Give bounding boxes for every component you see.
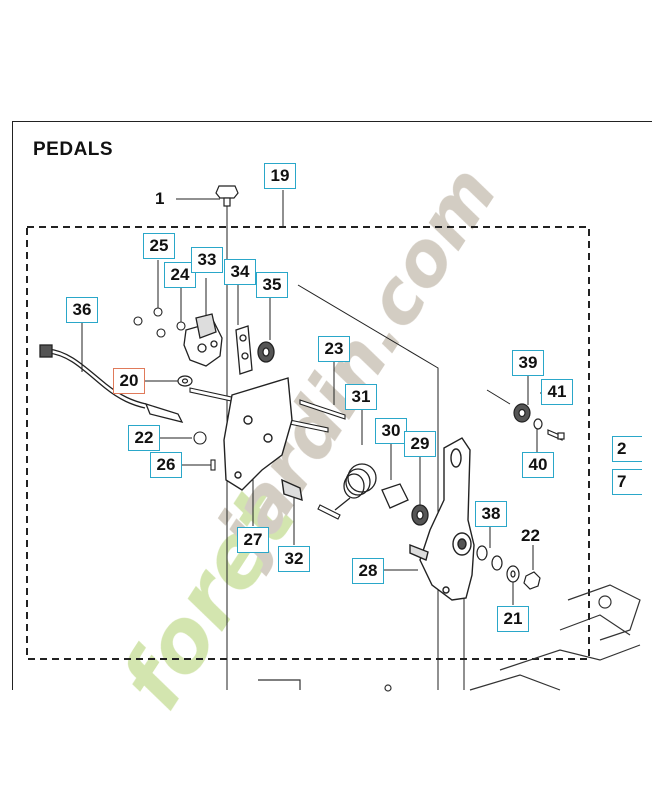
link-plate-34	[235, 325, 253, 375]
bracket-mount	[183, 313, 223, 367]
pedal-arm-28	[409, 437, 475, 601]
page-frame-left	[12, 121, 13, 690]
washer-39	[513, 403, 531, 423]
assembly-dashed-border	[26, 226, 590, 660]
callout-23: 23	[318, 336, 350, 362]
spacer-30	[381, 483, 409, 509]
callout-36: 36	[66, 297, 98, 323]
page-frame-top	[12, 121, 652, 122]
bushing-29	[411, 504, 429, 526]
nut-22b	[523, 571, 541, 590]
washer-40	[533, 418, 543, 430]
callout-7: 7	[612, 469, 642, 495]
callout-22a: 22	[128, 425, 160, 451]
washer-20	[177, 375, 193, 387]
callout-33: 33	[191, 247, 223, 273]
callout-2: 2	[612, 436, 642, 462]
frame-fragment	[258, 584, 641, 692]
callout-32: 32	[278, 546, 310, 572]
spring-31	[334, 463, 377, 511]
callout-19: 19	[264, 163, 296, 189]
small-nuts	[133, 307, 186, 338]
callout-24: 24	[164, 262, 196, 288]
callout-27: 27	[237, 527, 269, 553]
callout-29: 29	[404, 431, 436, 457]
washers-38	[476, 545, 520, 583]
bolt-41	[547, 429, 565, 441]
callout-35: 35	[256, 272, 288, 298]
cable-36	[39, 344, 184, 423]
callout-26: 26	[150, 452, 182, 478]
callout-40: 40	[522, 452, 554, 478]
callout-20: 20	[113, 368, 145, 394]
label-1: 1	[155, 189, 165, 208]
page-title: PEDALS	[33, 139, 114, 160]
label-22b: 22	[521, 526, 540, 545]
callout-41: 41	[541, 379, 573, 405]
bushing-35	[257, 341, 275, 363]
bolt-1	[215, 185, 239, 207]
callout-21: 21	[497, 606, 529, 632]
callout-39: 39	[512, 350, 544, 376]
callout-31: 31	[345, 384, 377, 410]
callout-28: 28	[352, 558, 384, 584]
callout-38: 38	[475, 501, 507, 527]
callout-30: 30	[375, 418, 407, 444]
pedal-bracket-plate	[223, 377, 303, 502]
callout-34: 34	[224, 259, 256, 285]
callout-25: 25	[143, 233, 175, 259]
